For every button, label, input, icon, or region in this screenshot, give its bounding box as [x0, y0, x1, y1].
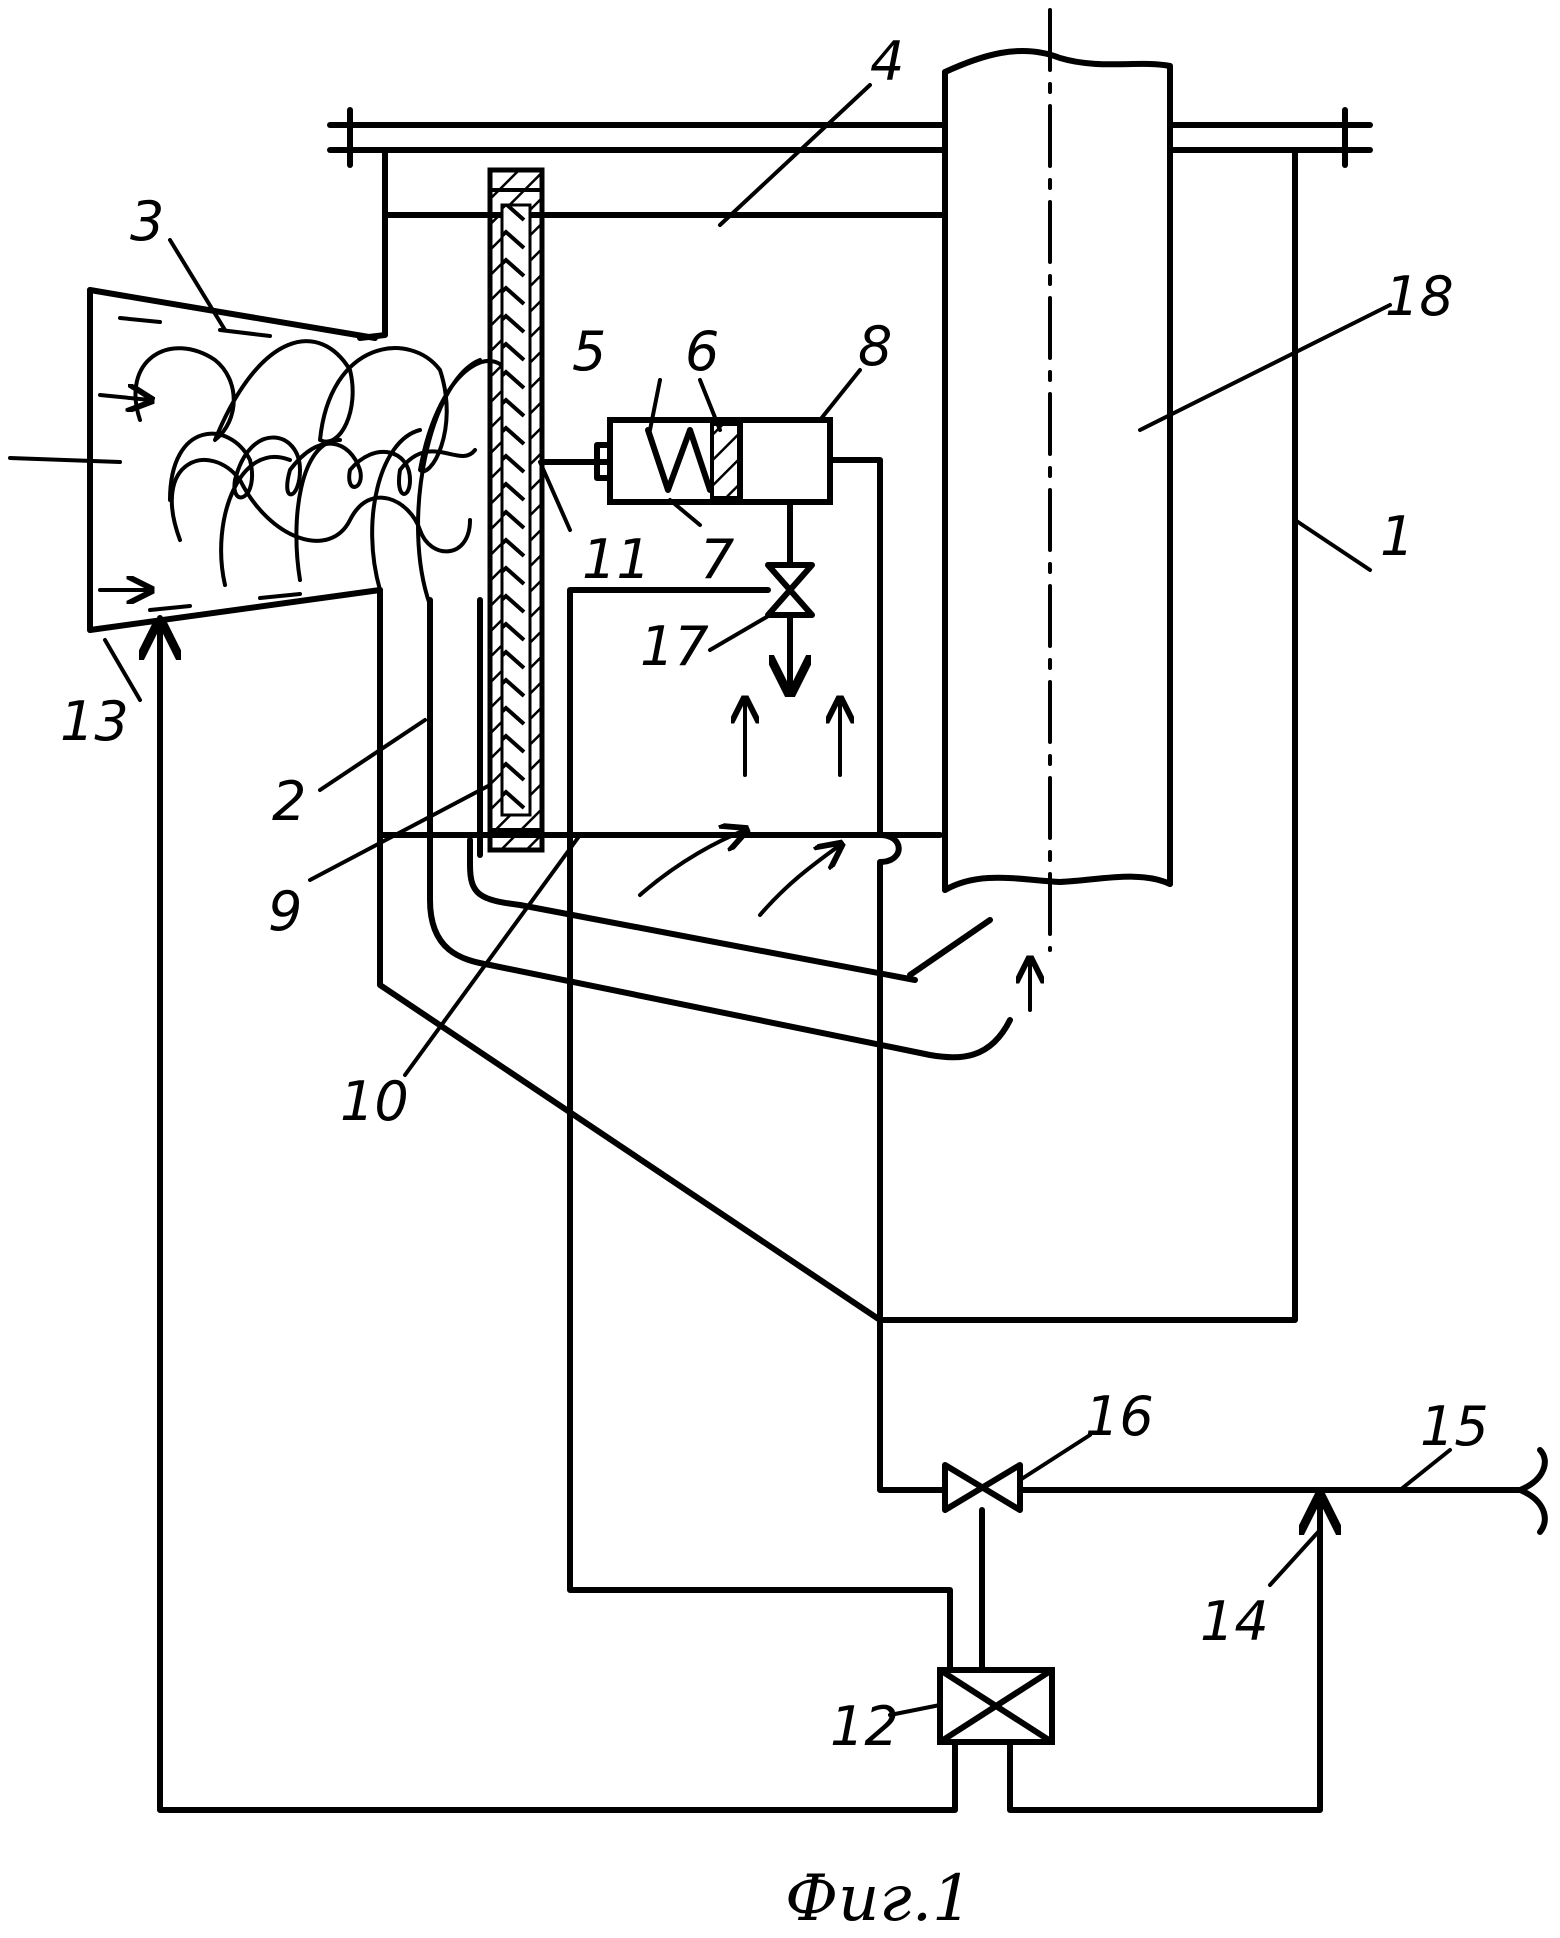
label-11: 11: [582, 528, 651, 591]
label-1: 1: [1380, 505, 1414, 568]
label-8: 8: [858, 315, 892, 378]
label-12: 12: [830, 1695, 899, 1758]
filter-element: [490, 170, 542, 850]
label-2: 2: [272, 770, 306, 833]
label-15: 15: [1420, 1395, 1489, 1458]
label-13: 13: [60, 690, 129, 753]
top-flange: [330, 110, 1370, 165]
label-3: 3: [130, 190, 164, 253]
label-6: 6: [685, 320, 719, 383]
unit-12: [160, 618, 1320, 1810]
label-18: 18: [1385, 265, 1454, 328]
valve-17: [570, 502, 950, 1670]
inlet-cone-3: [90, 290, 510, 630]
label-4: 4: [870, 30, 904, 93]
label-16: 16: [1085, 1385, 1154, 1448]
label-17: 17: [640, 615, 709, 678]
label-5: 5: [572, 320, 606, 383]
label-9: 9: [268, 880, 302, 943]
label-14: 14: [1200, 1590, 1269, 1653]
label-7: 7: [700, 528, 734, 591]
figure-caption: Фиг.1: [785, 1862, 973, 1936]
column-18: [945, 10, 1170, 950]
label-10: 10: [340, 1070, 409, 1133]
